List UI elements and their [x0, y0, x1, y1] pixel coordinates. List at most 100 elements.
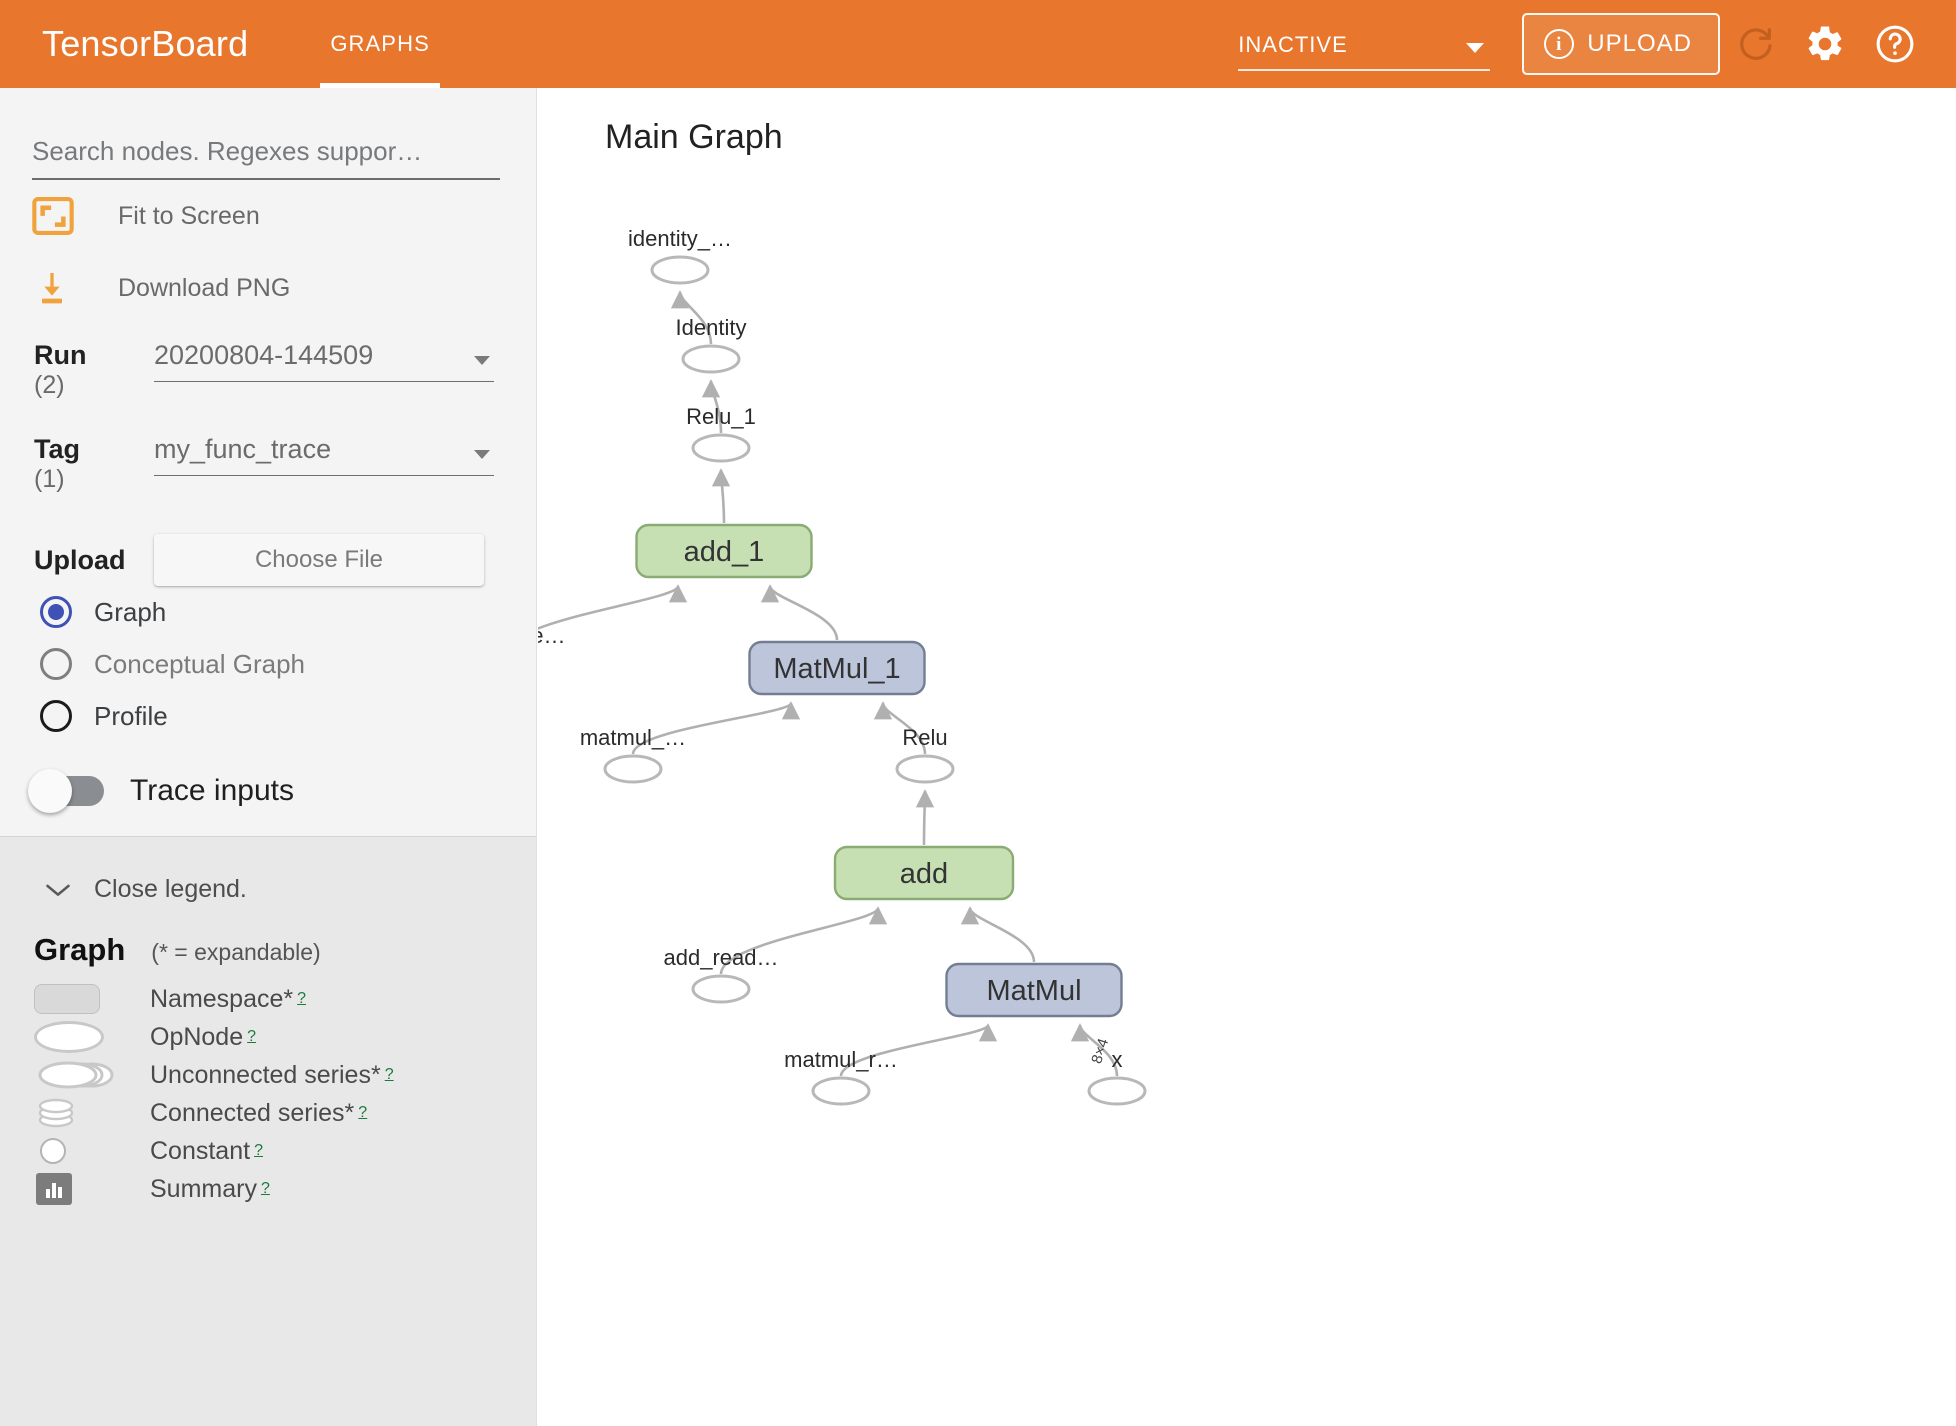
graph-node-matmul_1[interactable]: MatMul_1 [748, 640, 926, 696]
chevron-down-icon [474, 356, 490, 365]
graph-node-matmul_read1[interactable]: matmul_… [580, 725, 686, 784]
graph-node-matmul_read[interactable]: matmul_r… [784, 1047, 898, 1106]
help-link[interactable]: ? [254, 1142, 263, 1159]
help-link[interactable]: ? [297, 990, 307, 1007]
run-dropdown[interactable]: 20200804-144509 [154, 340, 494, 382]
refresh-icon[interactable] [1720, 9, 1790, 79]
node-shape [681, 344, 741, 374]
graph-node-relu[interactable]: Relu [895, 725, 955, 784]
graph-node-identity_out[interactable]: identity_… [628, 226, 732, 285]
search-field-wrap [32, 136, 500, 180]
graph-node-x[interactable]: x [1087, 1047, 1147, 1106]
graph-node-add_read[interactable]: add_read… [664, 945, 779, 1004]
node-label: add_1_re… [538, 623, 565, 648]
choose-file-button[interactable]: Choose File [154, 534, 484, 587]
gear-icon[interactable] [1790, 9, 1860, 79]
status-dropdown-value: INACTIVE [1238, 31, 1348, 57]
node-label: Relu_1 [686, 404, 756, 429]
download-icon [32, 268, 118, 308]
radio-graph-label: Graph [94, 596, 167, 627]
graph-edges: 8×4 [538, 290, 1119, 1077]
graph-node-add[interactable]: add [833, 845, 1015, 901]
graph-edge [915, 789, 935, 846]
tag-value: my_func_trace [154, 434, 332, 465]
toggle-trace-inputs-label: Trace inputs [130, 774, 294, 808]
node-shape [895, 754, 955, 784]
node-shape [748, 640, 926, 696]
legend-item-label: Summary [150, 1174, 257, 1203]
graph-edge [839, 1023, 997, 1077]
node-shape [691, 974, 751, 1004]
help-link[interactable]: ? [384, 1066, 394, 1083]
graph-edge [711, 468, 731, 524]
radio-conceptual-graph[interactable]: Conceptual Graph [40, 638, 536, 690]
run-field: Run (2) 20200804-144509 [34, 340, 536, 400]
legend-item-constant: Constant ? [34, 1132, 536, 1170]
legend-title-row: Graph (* = expandable) [34, 932, 536, 968]
radio-conceptual-graph-indicator [40, 648, 72, 681]
graph-edge [760, 584, 839, 641]
upload-field: Upload Choose File [34, 534, 536, 587]
download-png-button[interactable]: Download PNG [32, 252, 536, 324]
legend-item-label: Connected series* [150, 1098, 355, 1127]
summary-swatch-icon [34, 1173, 150, 1205]
upload-label: Upload [34, 544, 126, 575]
legend-item-connected-series: Connected series* ? [34, 1094, 536, 1132]
unconnected-series-swatch-icon [34, 1058, 150, 1092]
help-link[interactable]: ? [260, 1180, 270, 1197]
run-value: 20200804-144509 [154, 340, 374, 370]
page-title: Main Graph [605, 118, 783, 156]
help-link[interactable]: ? [358, 1104, 368, 1121]
legend-item-label: Unconnected series* [150, 1060, 381, 1089]
graph-edge [873, 701, 927, 755]
graph-node-add_1[interactable]: add_1 [635, 523, 813, 579]
toggle-trace-inputs[interactable]: Trace inputs [28, 756, 536, 826]
legend-item-label: Constant [150, 1136, 251, 1165]
radio-profile-label: Profile [94, 700, 168, 731]
node-shape [691, 433, 751, 463]
help-link[interactable]: ? [247, 1028, 257, 1045]
radio-profile[interactable]: Profile [40, 690, 536, 742]
topbar-actions: INACTIVE i UPLOAD [1238, 0, 1956, 88]
upload-button[interactable]: i UPLOAD [1522, 13, 1720, 75]
tag-label: Tag [34, 434, 80, 465]
legend-title: Graph [34, 932, 126, 967]
chevron-down-icon [44, 881, 72, 899]
fit-to-screen-button[interactable]: Fit to Screen [32, 180, 536, 252]
upload-button-label: UPLOAD [1587, 30, 1692, 57]
graph-node-identity[interactable]: Identity [676, 315, 747, 374]
graph-node-matmul[interactable]: MatMul [945, 962, 1123, 1018]
legend-panel: Close legend. Graph (* = expandable) Nam… [0, 836, 536, 1426]
node-label: MatMul [986, 975, 1081, 1007]
graph-edge [538, 584, 687, 630]
graph-node-relu_1[interactable]: Relu_1 [686, 404, 756, 463]
graph-edge [719, 906, 887, 975]
sidebar: Fit to Screen Download PNG Run (2) 20200… [0, 88, 537, 1426]
run-count: (2) [34, 371, 65, 400]
radio-graph-indicator [40, 596, 72, 629]
tag-dropdown[interactable]: my_func_trace [154, 434, 494, 477]
opnode-swatch-icon [34, 1021, 150, 1053]
connected-series-swatch-icon [34, 1096, 150, 1130]
search-input[interactable] [32, 136, 500, 180]
tab-graphs[interactable]: GRAPHS [320, 0, 440, 88]
help-icon[interactable] [1860, 9, 1930, 79]
node-label: x [1112, 1047, 1123, 1072]
status-dropdown[interactable]: INACTIVE [1238, 31, 1491, 71]
radio-graph[interactable]: Graph [40, 586, 536, 638]
node-shape [650, 255, 710, 285]
node-shape [1087, 1076, 1147, 1106]
close-legend-button[interactable]: Close legend. [44, 875, 536, 904]
node-label: MatMul_1 [773, 653, 900, 685]
node-label: Identity [676, 315, 747, 340]
node-label: matmul_r… [784, 1047, 898, 1072]
run-label: Run [34, 340, 87, 370]
close-legend-label: Close legend. [94, 875, 247, 903]
node-label: add [900, 858, 948, 890]
graph-edge [1070, 1023, 1119, 1077]
node-label: Relu [902, 725, 947, 750]
graph-node-add_1_read[interactable]: add_1_re… [538, 623, 565, 680]
